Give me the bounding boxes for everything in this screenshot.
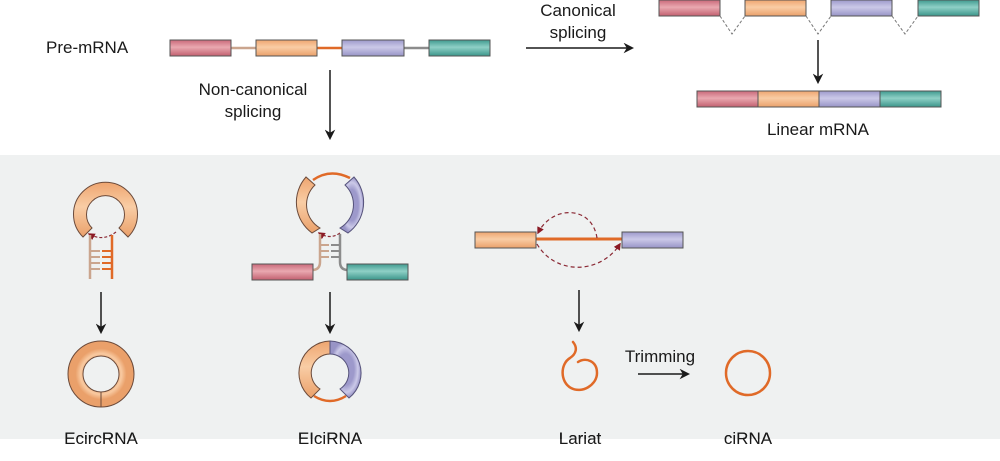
linear-mrna-label: Linear mRNA	[767, 120, 870, 139]
lariat-exon-downstream	[621, 231, 684, 249]
splice-junction-2	[805, 15, 832, 35]
lariat-exon-upstream	[474, 231, 537, 249]
linear-exon-4	[879, 90, 942, 108]
elci-exon-left	[295, 176, 321, 234]
lariat-label-overlay: Lariat	[559, 429, 602, 448]
lariat-branch-arc	[537, 212, 598, 239]
spliced-exon-3	[830, 0, 893, 17]
exon-4	[428, 39, 491, 57]
pre-mrna	[169, 39, 491, 57]
back-splice-arc	[87, 231, 117, 240]
elci-flank-exon-4	[346, 263, 409, 281]
canonical-label-line1: Canonical	[540, 1, 616, 20]
stem-base-pairs	[90, 250, 112, 270]
ecircrna-product	[67, 340, 135, 408]
elci-stem-right	[338, 234, 349, 272]
elcirna-product	[298, 340, 362, 403]
lariat-shape	[561, 340, 599, 392]
lower-panel	[0, 155, 1000, 439]
lariat-exon-join-arc	[536, 242, 621, 268]
exon-1	[169, 39, 232, 57]
canonical-label-line2: splicing	[550, 23, 607, 42]
elci-base-pairs	[320, 244, 340, 258]
noncanonical-label-line1: Non-canonical	[199, 80, 308, 99]
linear-exon-1	[696, 90, 759, 108]
elcirna-precursor	[251, 172, 409, 281]
linear-mrna	[696, 90, 942, 108]
lariat-precursor	[474, 212, 684, 268]
spliced-exon-2	[744, 0, 807, 17]
elci-product-exon-right	[329, 340, 362, 399]
trimming-label: Trimming	[625, 347, 695, 366]
exon-3	[341, 39, 405, 57]
linear-exon-3	[818, 90, 881, 108]
pre-mrna-label: Pre-mRNA	[46, 38, 129, 57]
elcirna-label-overlay: EIciRNA	[298, 429, 363, 448]
elci-exon-right	[339, 176, 365, 234]
ecircrna-label-overlay: EcircRNA	[64, 429, 138, 448]
elci-stem-left	[311, 234, 322, 272]
elci-flank-exon-1	[251, 263, 314, 281]
spliced-exons	[658, 0, 980, 35]
spliced-exon-4	[917, 0, 980, 17]
elci-product-intron	[313, 394, 347, 403]
noncanonical-label-line2: splicing	[225, 102, 282, 121]
cirna-label-overlay: ciRNA	[724, 429, 773, 448]
ecirc-open-exon	[73, 181, 138, 238]
cirna-circle	[724, 349, 772, 397]
splice-junction-3	[891, 15, 919, 35]
linear-exon-2	[757, 90, 820, 108]
ecircrna-precursor	[73, 181, 138, 279]
elci-product-exon-left	[298, 340, 331, 399]
elci-retained-intron	[312, 172, 351, 182]
splice-junction-1	[719, 15, 746, 35]
spliced-exon-1	[658, 0, 721, 17]
exon-2	[255, 39, 318, 57]
bottom-margin	[0, 439, 1000, 461]
